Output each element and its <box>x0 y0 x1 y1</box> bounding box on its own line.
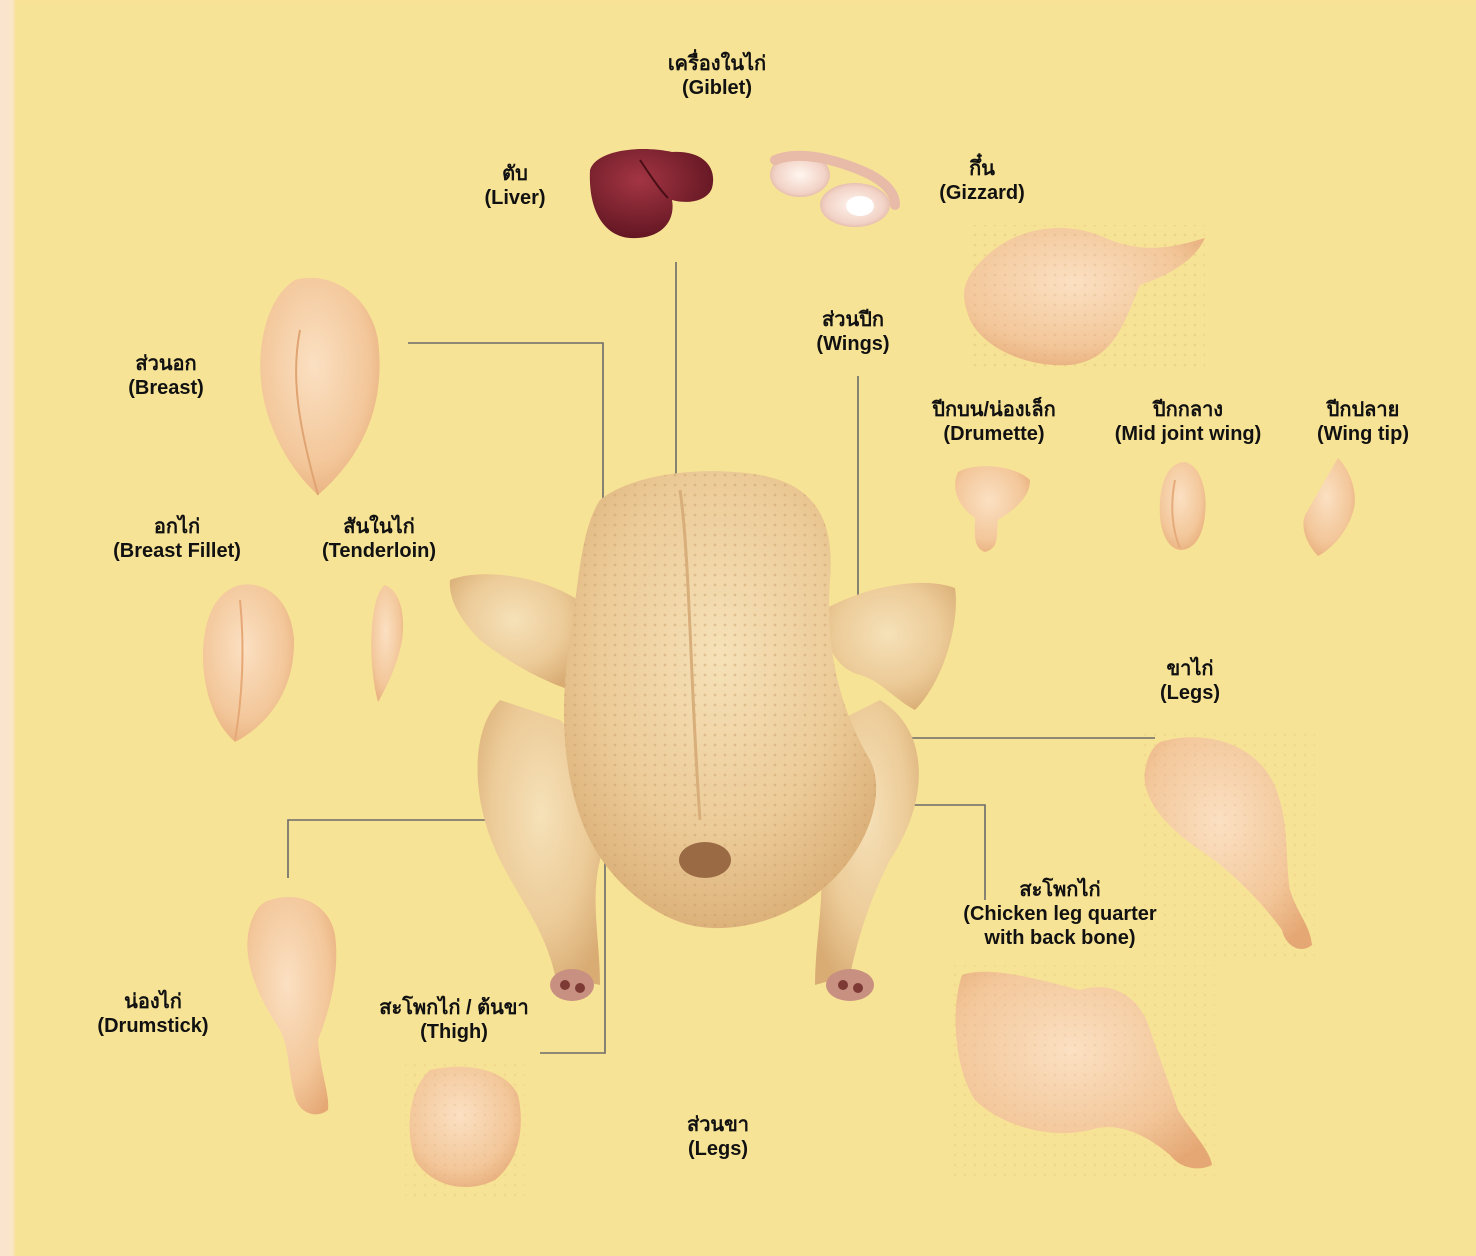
leg-image <box>1140 730 1315 960</box>
label-legs-right: ขาไก่ (Legs) <box>1160 657 1220 705</box>
leg-quarter-image <box>950 965 1215 1180</box>
label-giblet-thai: เครื่องในไก่ <box>668 52 766 76</box>
label-wing-tip: ปีกปลาย (Wing tip) <box>1317 398 1409 446</box>
label-thigh-english: (Thigh) <box>379 1020 528 1044</box>
label-breast: ส่วนอก (Breast) <box>128 352 204 400</box>
label-tenderloin: สันในไก่ (Tenderloin) <box>322 515 436 563</box>
label-legs-right-thai: ขาไก่ <box>1160 657 1220 681</box>
label-breast-fillet: อกไก่ (Breast Fillet) <box>113 515 241 563</box>
whole-wing-image <box>964 225 1205 370</box>
label-giblet-english: (Giblet) <box>668 76 766 100</box>
label-thigh-thai: สะโพกไก่ / ต้นขา <box>379 996 528 1020</box>
label-wings: ส่วนปีก (Wings) <box>816 308 889 356</box>
label-leg-quarter-english: (Chicken leg quarter <box>963 902 1156 926</box>
tenderloin-image <box>371 585 403 702</box>
label-mid-joint-wing: ปีกกลาง (Mid joint wing) <box>1115 398 1262 446</box>
label-drumstick-thai: น่องไก่ <box>97 990 208 1014</box>
label-breast-thai: ส่วนอก <box>128 352 204 376</box>
label-liver-thai: ตับ <box>484 162 545 186</box>
label-leg-quarter-thai: สะโพกไก่ <box>963 878 1156 902</box>
gizzard-image <box>770 153 895 227</box>
label-drumstick: น่องไก่ (Drumstick) <box>97 990 208 1038</box>
liver-image <box>590 149 713 238</box>
label-legs-bottom: ส่วนขา (Legs) <box>687 1113 749 1161</box>
mid-joint-wing-image <box>1160 462 1206 550</box>
label-wings-thai: ส่วนปีก <box>816 308 889 332</box>
label-breast-fillet-english: (Breast Fillet) <box>113 539 241 563</box>
label-liver-english: (Liver) <box>484 186 545 210</box>
breast-fillet-image <box>203 584 294 742</box>
label-breast-english: (Breast) <box>128 376 204 400</box>
label-breast-fillet-thai: อกไก่ <box>113 515 241 539</box>
label-tenderloin-english: (Tenderloin) <box>322 539 436 563</box>
label-mid-joint-wing-thai: ปีกกลาง <box>1115 398 1262 422</box>
whole-chicken-image <box>450 471 956 1001</box>
wing-tip-image <box>1303 458 1354 556</box>
breast-image <box>260 278 379 495</box>
label-gizzard-thai: กึ๋น <box>939 157 1025 181</box>
label-drumstick-english: (Drumstick) <box>97 1014 208 1038</box>
label-drumette-english: (Drumette) <box>932 422 1055 446</box>
label-tenderloin-thai: สันในไก่ <box>322 515 436 539</box>
label-liver: ตับ (Liver) <box>484 162 545 210</box>
label-legs-right-english: (Legs) <box>1160 681 1220 705</box>
label-drumette: ปีกบน/น่องเล็ก (Drumette) <box>932 398 1055 446</box>
label-gizzard: กึ๋น (Gizzard) <box>939 157 1025 205</box>
label-wings-english: (Wings) <box>816 332 889 356</box>
label-gizzard-english: (Gizzard) <box>939 181 1025 205</box>
drumstick-image <box>247 897 336 1114</box>
label-legs-bottom-english: (Legs) <box>687 1137 749 1161</box>
label-thigh: สะโพกไก่ / ต้นขา (Thigh) <box>379 996 528 1044</box>
label-mid-joint-wing-english: (Mid joint wing) <box>1115 422 1262 446</box>
label-leg-quarter-english-line2: with back bone) <box>963 926 1156 950</box>
label-leg-quarter: สะโพกไก่ (Chicken leg quarter with back … <box>963 878 1156 950</box>
thigh-image <box>405 1062 525 1197</box>
label-drumette-thai: ปีกบน/น่องเล็ก <box>932 398 1055 422</box>
label-wing-tip-thai: ปีกปลาย <box>1317 398 1409 422</box>
label-wing-tip-english: (Wing tip) <box>1317 422 1409 446</box>
label-legs-bottom-thai: ส่วนขา <box>687 1113 749 1137</box>
label-giblet: เครื่องในไก่ (Giblet) <box>668 52 766 100</box>
drumette-image <box>955 466 1030 552</box>
